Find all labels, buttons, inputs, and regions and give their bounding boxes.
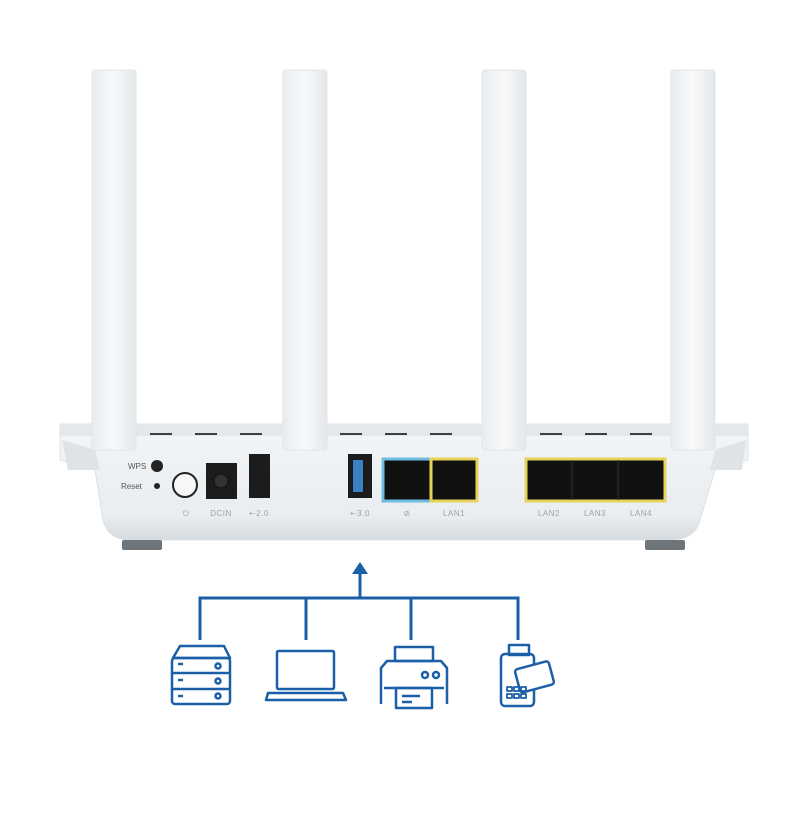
foot-left bbox=[122, 540, 162, 550]
server-icon bbox=[170, 644, 232, 706]
power-label: ⏻ bbox=[183, 509, 190, 518]
antennas bbox=[91, 69, 716, 451]
lan2-4-ports bbox=[524, 457, 667, 503]
pos-terminal-icon bbox=[499, 643, 556, 708]
reset-button[interactable] bbox=[154, 483, 160, 489]
lan4-label: LAN4 bbox=[630, 509, 652, 518]
power-button[interactable] bbox=[172, 472, 198, 498]
wps-button[interactable] bbox=[151, 460, 163, 472]
antenna bbox=[481, 69, 527, 451]
reset-label: Reset bbox=[121, 482, 143, 491]
usb2-port bbox=[249, 454, 270, 498]
lan3-label: LAN3 bbox=[584, 509, 606, 518]
lan1-port bbox=[429, 457, 479, 503]
wan-port bbox=[381, 457, 433, 503]
lan1-label: LAN1 bbox=[443, 509, 465, 518]
dcin-label: DCIN bbox=[210, 509, 232, 518]
foot-right bbox=[645, 540, 685, 550]
wan-label: ⊘ bbox=[403, 509, 410, 518]
usb3-label: ⇠3.0 bbox=[350, 509, 370, 518]
arrow-up-icon bbox=[352, 562, 368, 574]
antenna bbox=[670, 69, 716, 451]
wps-label: WPS bbox=[128, 462, 146, 471]
antenna bbox=[282, 69, 328, 451]
usb2-label: ⇠2.0 bbox=[249, 509, 269, 518]
laptop-icon bbox=[264, 649, 348, 702]
lan2-label: LAN2 bbox=[538, 509, 560, 518]
printer-icon bbox=[379, 645, 449, 710]
connection-lines bbox=[198, 572, 520, 640]
antenna bbox=[91, 69, 137, 451]
